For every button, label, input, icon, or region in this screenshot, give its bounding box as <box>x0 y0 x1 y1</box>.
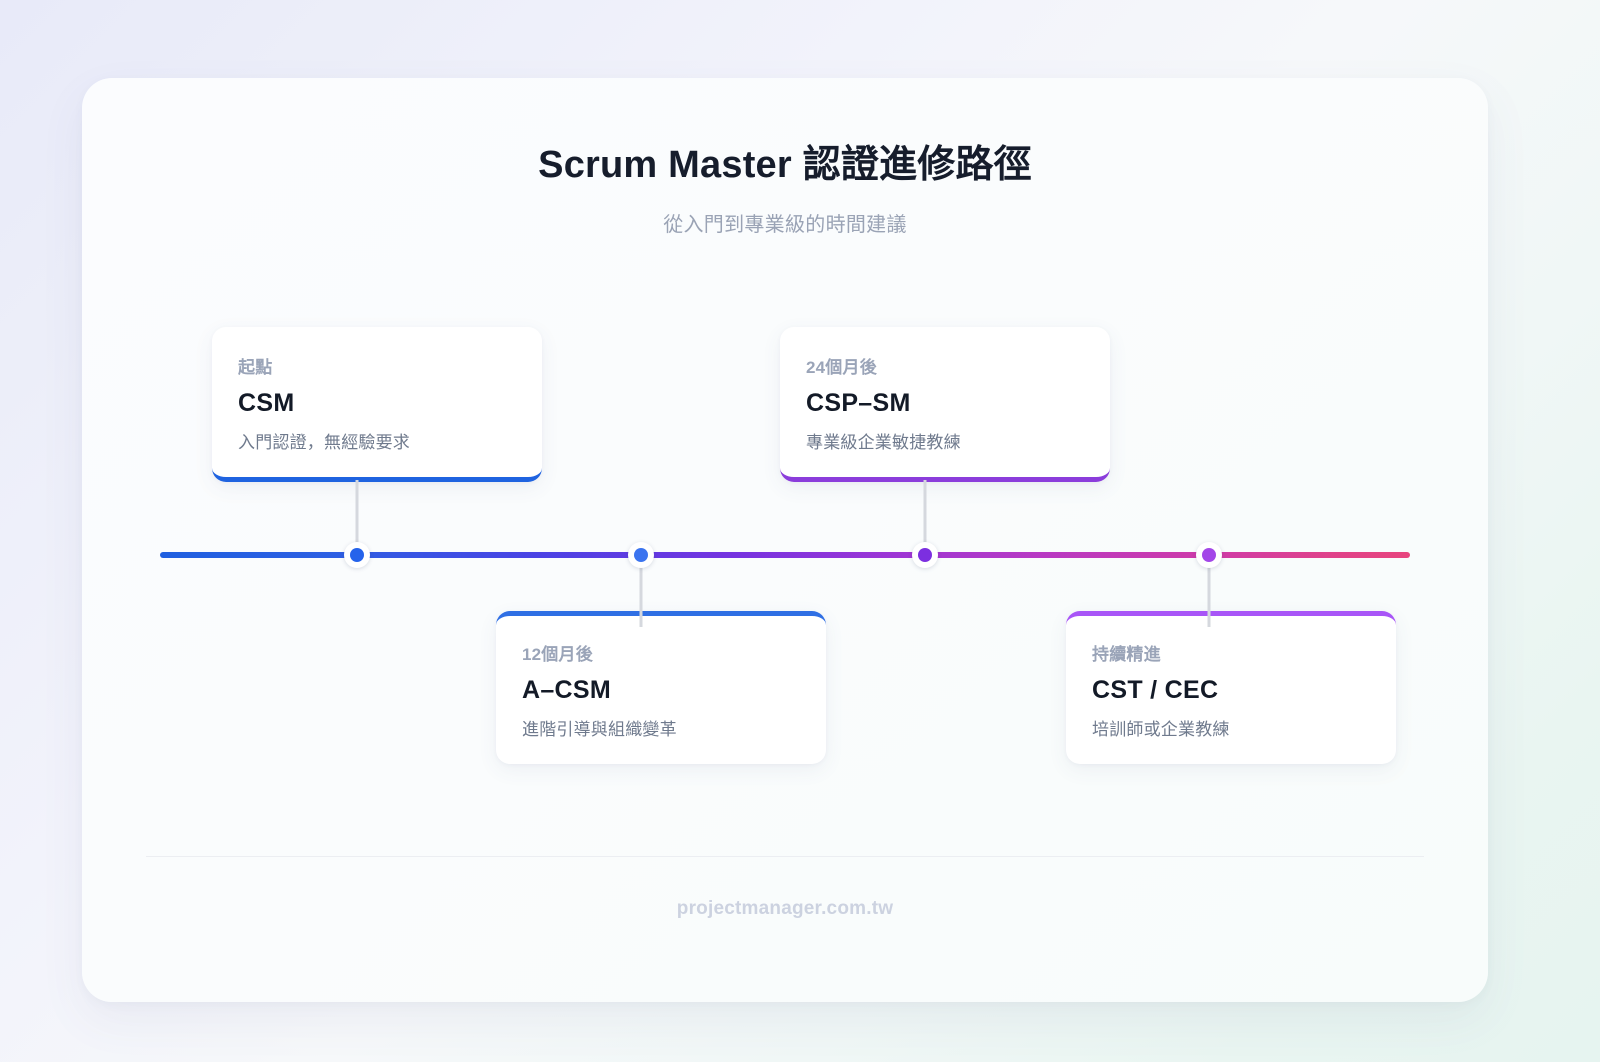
content-panel: Scrum Master 認證進修路徑 從入門到專業級的時間建議 起點 CSM … <box>82 78 1488 1002</box>
footer-site: projectmanager.com.tw <box>676 898 894 919</box>
milestone-card-cst-cec[interactable]: 持續精進 CST / CEC 培訓師或企業教練 <box>1066 611 1396 764</box>
timeline-dot-cst-cec[interactable] <box>1196 542 1222 568</box>
milestone-title: CSP–SM <box>806 389 911 417</box>
milestone-title: CSM <box>238 389 295 417</box>
milestone-description: 進階引導與組織變革 <box>522 720 677 739</box>
page-subtitle: 從入門到專業級的時間建議 <box>663 213 907 236</box>
timeline-dot-a-csm[interactable] <box>628 542 654 568</box>
timeline-dot-csm[interactable] <box>344 542 370 568</box>
milestone-eyebrow: 持續精進 <box>1092 645 1161 664</box>
page-title: Scrum Master 認證進修路徑 <box>538 144 1032 186</box>
milestone-card-csp-sm[interactable]: 24個月後 CSP–SM 專業級企業敏捷教練 <box>780 327 1110 482</box>
milestone-eyebrow: 起點 <box>238 358 273 377</box>
timeline-track <box>160 480 1410 627</box>
milestone-title: CST / CEC <box>1092 676 1219 704</box>
header: Scrum Master 認證進修路徑 從入門到專業級的時間建議 <box>82 142 1488 237</box>
milestone-eyebrow: 24個月後 <box>806 358 877 377</box>
milestone-card-a-csm[interactable]: 12個月後 A–CSM 進階引導與組織變革 <box>496 611 826 764</box>
connector-line-csm <box>355 480 359 552</box>
milestone-eyebrow: 12個月後 <box>522 645 593 664</box>
connector-line-csp-sm <box>923 480 927 552</box>
milestone-description: 培訓師或企業教練 <box>1092 720 1230 739</box>
connector-line-cst-cec <box>1207 555 1211 627</box>
footer-divider <box>146 856 1424 857</box>
milestone-description: 入門認證，無經驗要求 <box>238 433 410 452</box>
milestone-card-csm[interactable]: 起點 CSM 入門認證，無經驗要求 <box>212 327 542 482</box>
connector-line-a-csm <box>639 555 643 627</box>
timeline-dot-csp-sm[interactable] <box>912 542 938 568</box>
milestone-description: 專業級企業敏捷教練 <box>806 433 961 452</box>
milestone-title: A–CSM <box>522 676 612 704</box>
